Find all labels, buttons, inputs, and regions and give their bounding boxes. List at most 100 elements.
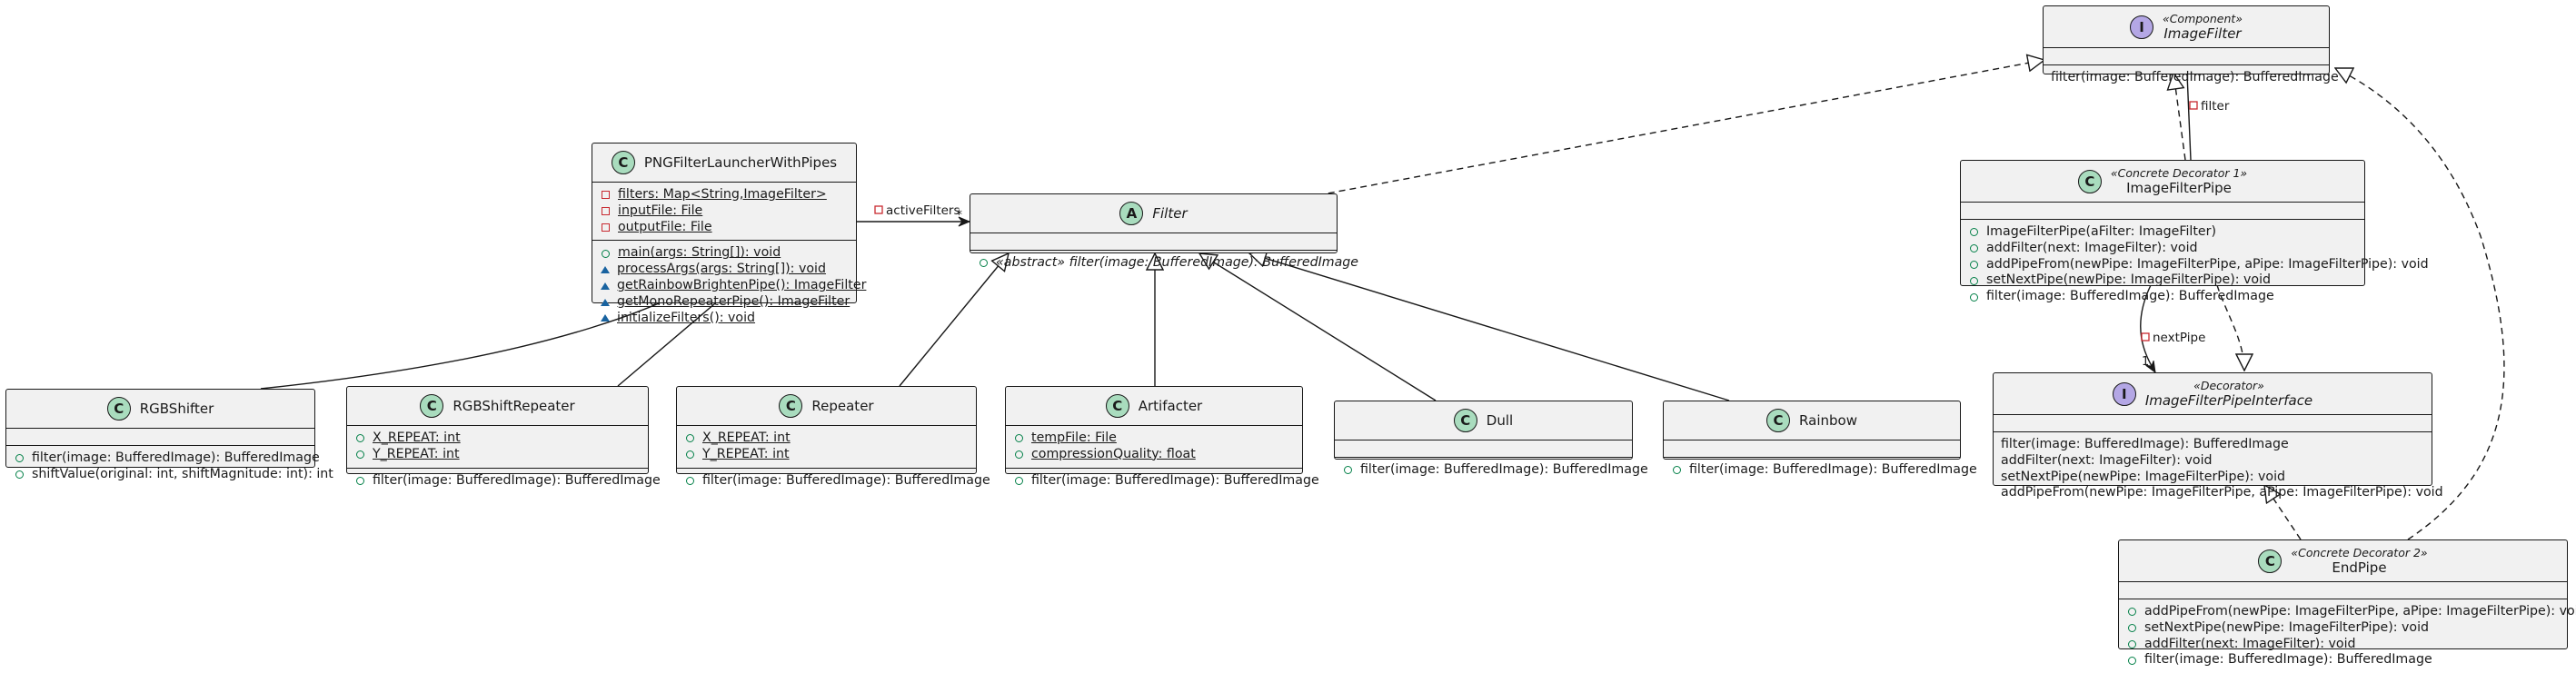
class-header: C Repeater <box>677 387 976 425</box>
field-row: compressionQuality: float <box>1013 447 1295 463</box>
edge-endpipe-realizes-interface <box>2264 485 2302 540</box>
method-text: getMonoRepeaterPipe(): ImageFilter <box>617 293 850 309</box>
class-header: I«Decorator»ImageFilterPipeInterface <box>1994 373 2432 414</box>
method-text: addPipeFrom(newPipe: ImageFilterPipe, aP… <box>1986 256 2429 272</box>
class-methods-section: filter(image: BufferedImage): BufferedIm… <box>347 467 661 494</box>
method-text: main(args: String[]): void <box>618 245 781 261</box>
public-visibility-icon <box>15 470 24 480</box>
method-row: setNextPipe(newPipe: ImageFilterPipe): v… <box>2001 470 2424 486</box>
method-row: addFilter(next: ImageFilter): void <box>2126 637 2560 653</box>
method-row: addFilter(next: ImageFilter): void <box>1968 241 2357 257</box>
class-header: C «Concrete Decorator 2»EndPipe <box>2119 540 2567 581</box>
class-header: I«Component»ImageFilter <box>2044 6 2329 47</box>
class-methods-section: filter(image: BufferedImage): BufferedIm… <box>1994 431 2443 506</box>
method-row: setNextPipe(newPipe: ImageFilterPipe): v… <box>1968 272 2357 289</box>
method-row: ImageFilterPipe(aFilter: ImageFilter) <box>1968 224 2357 241</box>
class-name: EndPipe <box>2332 559 2387 576</box>
class-fields-section <box>1664 440 1960 457</box>
field-text: tempFile: File <box>1031 431 1117 445</box>
method-text: filter(image: BufferedImage): BufferedIm… <box>2051 70 2339 84</box>
class-name: RGBShiftRepeater <box>453 398 575 414</box>
svg-text:nextPipe: nextPipe <box>2153 331 2205 345</box>
class-badge-icon: C <box>1766 409 1791 432</box>
field-text: outputFile: File <box>618 219 712 234</box>
method-row: addPipeFrom(newPipe: ImageFilterPipe, aP… <box>2126 604 2576 620</box>
field-row: outputFile: File <box>600 220 849 236</box>
class-name: Filter <box>1152 205 1188 222</box>
private-visibility-icon <box>602 191 610 200</box>
edge-repeater-to-filter <box>899 253 1009 387</box>
class-name: Repeater <box>811 398 874 414</box>
package-visibility-icon <box>601 266 610 274</box>
public-visibility-icon <box>1015 476 1023 485</box>
class-methods-section: ImageFilterPipe(aFilter: ImageFilter)add… <box>1961 219 2429 310</box>
method-text: setNextPipe(newPipe: ImageFilterPipe): v… <box>1986 272 2272 288</box>
class-methods-section: filter(image: BufferedImage): BufferedIm… <box>2044 64 2339 91</box>
field-text: Y_REPEAT: int <box>373 446 460 461</box>
class-fields-section <box>2044 47 2329 64</box>
class-stereotype: «Concrete Decorator 2» <box>2291 546 2428 559</box>
method-text: «abstract» filter(image: BufferedImage):… <box>996 255 1359 270</box>
method-text: getRainbowBrightenPipe(): ImageFilter <box>617 277 867 292</box>
field-text: Y_REPEAT: int <box>702 446 790 461</box>
class-methods-section: addPipeFrom(newPipe: ImageFilterPipe, aP… <box>2119 599 2576 673</box>
svg-text:filter: filter <box>2201 99 2230 114</box>
method-text: addPipeFrom(newPipe: ImageFilterPipe, aP… <box>2001 485 2443 500</box>
edge-rainbow-to-filter <box>1249 253 1730 401</box>
class-name: Dull <box>1486 412 1514 429</box>
relationship-edges: activeFilters * filter nextPipe 1 <box>260 0 2505 540</box>
class-fields-section <box>970 233 1337 250</box>
public-visibility-icon <box>2128 608 2136 617</box>
class-rgb-shifter: C RGBShifter filter(image: BufferedImage):… <box>5 389 333 481</box>
class-badge-icon: C <box>420 394 444 418</box>
public-visibility-icon <box>686 476 694 485</box>
class-badge-icon: C <box>2258 549 2283 573</box>
class-badge-icon: C <box>106 397 131 421</box>
field-row: inputFile: File <box>600 203 849 220</box>
label-nextpipe-multiplicity: 1 <box>2142 355 2149 369</box>
class-fields-section <box>1961 202 2364 219</box>
class-badge-icon: C <box>779 394 803 418</box>
field-text: filters: Map<String,ImageFilter> <box>618 187 827 202</box>
field-row: filters: Map<String,ImageFilter> <box>600 187 849 203</box>
field-text: inputFile: File <box>618 203 703 218</box>
public-visibility-icon <box>2128 639 2136 648</box>
method-text: filter(image: BufferedImage): BufferedIm… <box>1031 472 1319 488</box>
class-stereotype: «Concrete Decorator 1» <box>2110 166 2248 180</box>
method-row: main(args: String[]): void <box>600 245 849 262</box>
field-row: Y_REPEAT: int <box>684 447 969 463</box>
method-text: filter(image: BufferedImage): BufferedIm… <box>2001 437 2289 451</box>
method-row: filter(image: BufferedImage): BufferedIm… <box>14 450 320 467</box>
class-image-filter-pipe-interface: I«Decorator»ImageFilterPipeInterface filt… <box>1993 372 2443 500</box>
method-row: filter(image: BufferedImage): BufferedIm… <box>2126 652 2560 668</box>
class-name: PNGFilterLauncherWithPipes <box>643 154 838 171</box>
class-fields-section: filters: Map<String,ImageFilter>inputFil… <box>592 182 856 240</box>
field-text: X_REPEAT: int <box>702 431 791 445</box>
method-row: filter(image: BufferedImage): BufferedIm… <box>684 473 990 490</box>
class-name: RGBShifter <box>139 401 214 417</box>
method-text: setNextPipe(newPipe: ImageFilterPipe): v… <box>2001 469 2286 484</box>
method-text: addFilter(next: ImageFilter): void <box>2144 636 2356 651</box>
class-methods-section: «abstract» filter(image: BufferedImage):… <box>970 250 1358 276</box>
public-visibility-icon <box>686 434 694 443</box>
label-activefilters: activeFilters <box>874 203 960 218</box>
method-row: processArgs(args: String[]): void <box>600 262 849 278</box>
public-visibility-icon <box>1970 244 1978 253</box>
package-visibility-icon <box>601 314 610 322</box>
method-row: filter(image: BufferedImage): BufferedIm… <box>1968 289 2357 305</box>
method-row: shiftValue(original: int, shiftMagnitude… <box>14 467 333 483</box>
public-visibility-icon <box>15 454 24 463</box>
interface-badge-icon: I <box>2129 15 2153 39</box>
class-fields-section <box>6 428 314 445</box>
public-visibility-icon <box>356 450 364 460</box>
method-text: filter(image: BufferedImage): BufferedIm… <box>32 450 320 465</box>
